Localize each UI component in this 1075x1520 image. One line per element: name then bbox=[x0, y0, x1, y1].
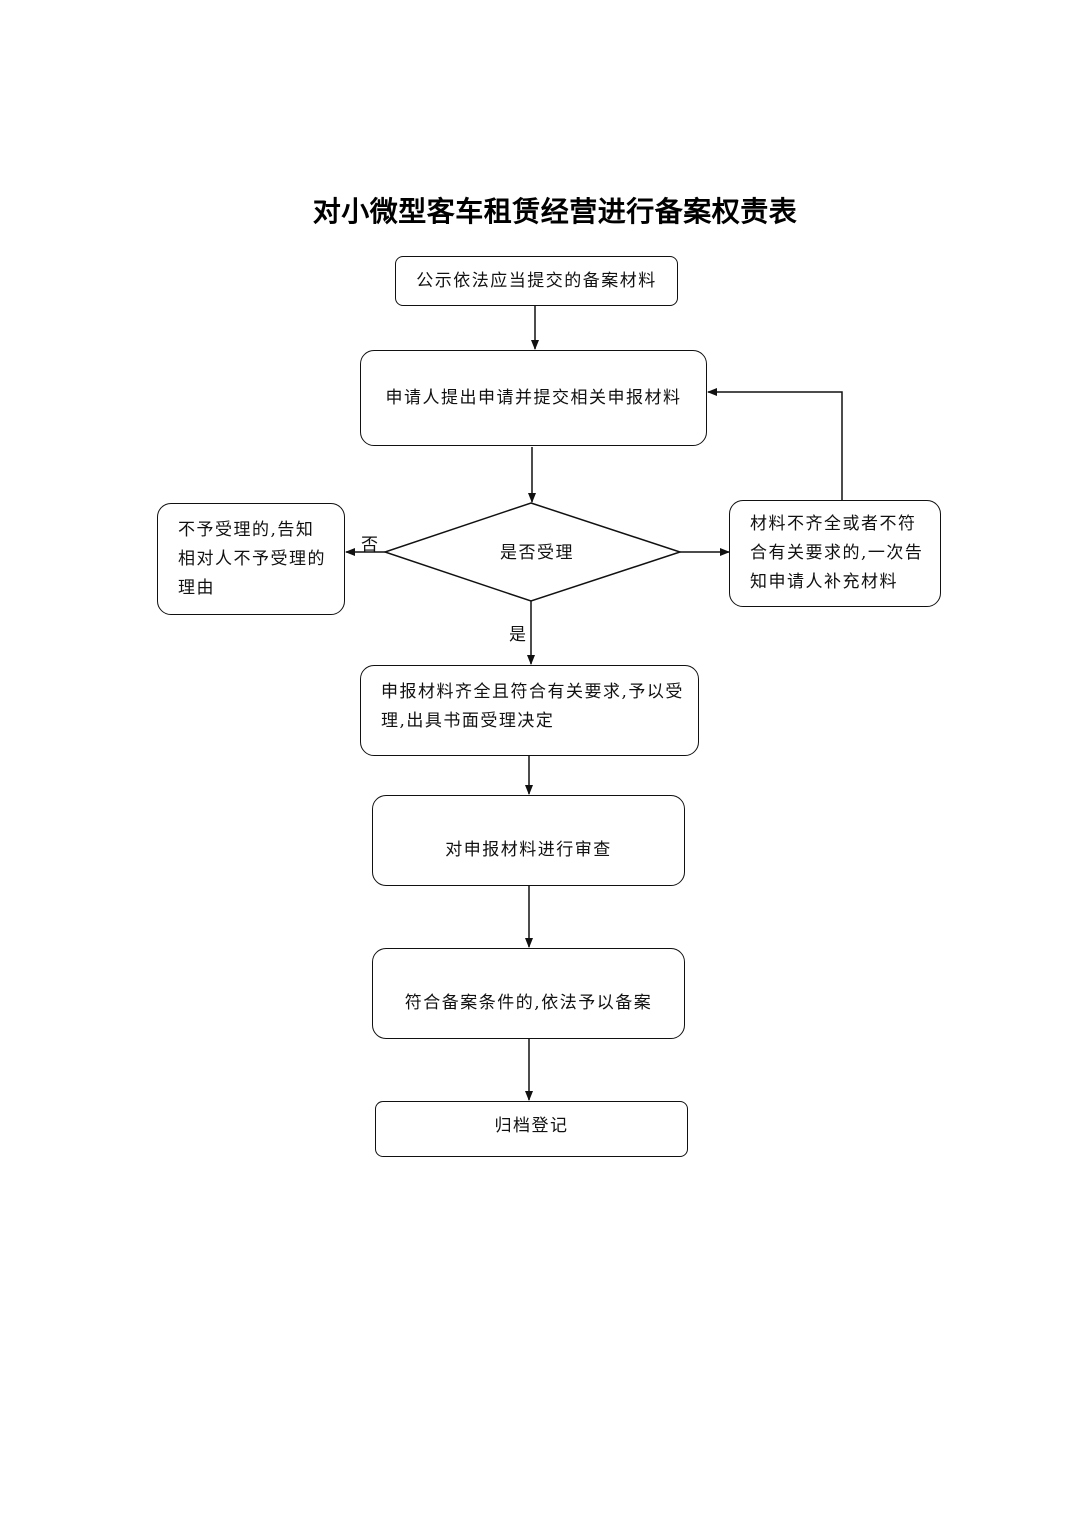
node-approve: 符合备案条件的,依法予以备案 bbox=[372, 948, 685, 1039]
node-accept-label: 申报材料齐全且符合有关要求,予以受理,出具书面受理决定 bbox=[381, 682, 684, 731]
node-archive-label: 归档登记 bbox=[494, 1116, 569, 1136]
edge-label-no: 否 bbox=[361, 535, 378, 555]
decision-label: 是否受理 bbox=[500, 543, 574, 563]
node-supplement: 材料不齐全或者不符合有关要求的,一次告知申请人补充材料 bbox=[729, 500, 941, 607]
node-review-label: 对申报材料进行审查 bbox=[445, 840, 612, 860]
node-supplement-label: 材料不齐全或者不符合有关要求的,一次告知申请人补充材料 bbox=[750, 514, 924, 592]
node-review: 对申报材料进行审查 bbox=[372, 795, 685, 886]
node-apply: 申请人提出申请并提交相关申报材料 bbox=[360, 350, 707, 446]
node-accept: 申报材料齐全且符合有关要求,予以受理,出具书面受理决定 bbox=[360, 665, 699, 756]
node-reject: 不予受理的,告知相对人不予受理的理由 bbox=[157, 503, 345, 615]
node-publicize-label: 公示依法应当提交的备案材料 bbox=[416, 270, 657, 291]
arrow-supplement-to-apply bbox=[707, 388, 843, 500]
edge-label-yes: 是 bbox=[509, 625, 526, 645]
node-archive: 归档登记 bbox=[375, 1101, 688, 1157]
node-publicize: 公示依法应当提交的备案材料 bbox=[395, 256, 678, 306]
page-title: 对小微型客车租赁经营进行备案权责表 bbox=[312, 195, 798, 228]
node-approve-label: 符合备案条件的,依法予以备案 bbox=[404, 993, 653, 1013]
node-apply-label: 申请人提出申请并提交相关申报材料 bbox=[385, 387, 682, 408]
node-reject-label: 不予受理的,告知相对人不予受理的理由 bbox=[178, 519, 326, 598]
